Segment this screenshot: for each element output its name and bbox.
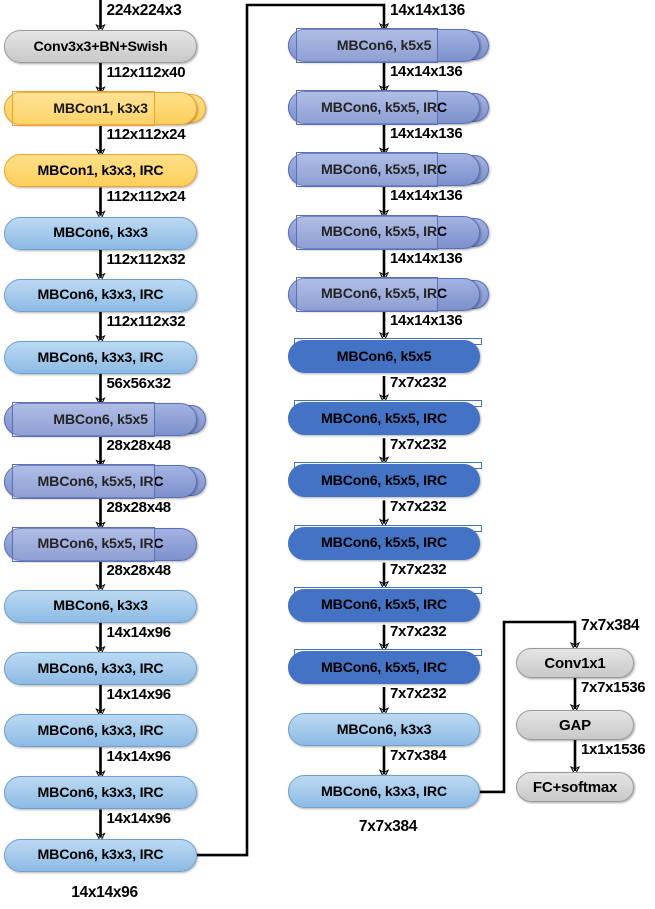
head-node-1-label: GAP [559,716,591,734]
left-column-node-11[interactable]: MBCon6, k3x3, IRC [4,714,197,748]
right-column-node-7-label: MBCon6, k5x5, IRC [321,472,447,489]
left-column-node-7[interactable]: MBCon6, k5x5, IRC [4,465,197,499]
right-edge-label-4: 14x14x136 [390,311,463,329]
right-column-node-6-label: MBCon6, k5x5, IRC [321,410,447,427]
left-edge-label-0: 112x112x40 [106,64,186,81]
left-column-node-6[interactable]: MBCon6, k5x5 [4,403,197,437]
left-edge-label-6: 28x28x48 [106,437,172,455]
right-column-node-12-label: MBCon6, k3x3, IRC [321,783,447,800]
head-node-2-label: FC+softmax [532,778,618,796]
left-column-node-2-label: MBCon1, k3x3, IRC [37,162,164,179]
right-edge-label-1: 14x14x136 [390,125,463,143]
left-column-node-12-label: MBCon6, k3x3, IRC [37,784,164,801]
left-edge-label-4: 112x112x32 [106,312,186,330]
right-edge-label-9: 7x7x232 [390,622,447,640]
right-column-node-8-label: MBCon6, k5x5, IRC [321,535,447,552]
left-column-node-13-label: MBCon6, k3x3, IRC [37,847,164,864]
right-column-node-5-label: MBCon6, k5x5 [336,348,432,365]
right-column-node-11-label: MBCon6, k3x3 [336,721,432,738]
input-label: 224x224x3 [106,2,182,19]
left-column-node-12[interactable]: MBCon6, k3x3, IRC [4,776,197,810]
left-column-node-0[interactable]: Conv3x3+BN+Swish [4,30,197,63]
right-column-node-0[interactable]: MBCon6, k5x5 [288,29,480,62]
left-column-node-6-label: MBCon6, k5x5 [53,411,148,428]
left-column-node-5-label: MBCon6, k3x3, IRC [37,349,164,366]
left-column-node-4[interactable]: MBCon6, k3x3, IRC [4,278,197,312]
right-column-node-0-label: MBCon6, k5x5 [336,37,432,54]
right-edge-label-2: 14x14x136 [390,187,463,205]
right-column-node-12[interactable]: MBCon6, k3x3, IRC [288,775,480,809]
right-column-node-1-label: MBCon6, k5x5, IRC [321,99,447,116]
right-input-label: 14x14x136 [390,2,465,19]
left-edge-label-3: 112x112x32 [106,250,186,268]
right-edge-label-6: 7x7x232 [390,436,447,454]
left-column-node-4-label: MBCon6, k3x3, IRC [37,287,164,304]
left-column-node-11-label: MBCon6, k3x3, IRC [37,722,164,739]
right-column-node-10[interactable]: MBCon6, k5x5, IRC [288,651,480,684]
left-column-node-1-label: MBCon1, k3x3 [53,100,148,117]
left-edge-label-1: 112x112x24 [106,126,186,144]
right-column-node-8[interactable]: MBCon6, k5x5, IRC [288,526,480,560]
left-column-node-1[interactable]: MBCon1, k3x3 [4,92,197,126]
right-column-node-11[interactable]: MBCon6, k3x3 [288,713,480,747]
right-column-node-6[interactable]: MBCon6, k5x5, IRC [288,402,480,436]
left-column-node-10[interactable]: MBCon6, k3x3, IRC [4,652,197,685]
right-column-node-5[interactable]: MBCon6, k5x5 [288,340,480,373]
right-edge-label-8: 7x7x232 [390,560,447,578]
left-column-node-3-label: MBCon6, k3x3 [53,225,148,242]
head-edge-label-0: 7x7x1536 [581,679,646,696]
left-edge-label-2: 112x112x24 [106,188,186,206]
right-column-node-3-label: MBCon6, k5x5, IRC [321,224,447,241]
right-column-node-10-label: MBCon6, k5x5, IRC [321,659,447,676]
left-edge-label-5: 56x56x32 [106,375,172,392]
left-edge-label-7: 28x28x48 [106,499,172,517]
left-column-node-5[interactable]: MBCon6, k3x3, IRC [4,341,197,374]
head-input-label: 7x7x384 [581,617,640,634]
right-edge-label-11: 7x7x384 [390,747,447,765]
right-column-node-2-label: MBCon6, k5x5, IRC [321,161,447,178]
right-column-node-9[interactable]: MBCon6, k5x5, IRC [288,588,480,622]
left-column-node-8-label: MBCon6, k5x5, IRC [37,536,164,553]
left-column-node-7-label: MBCon6, k5x5, IRC [37,473,164,490]
right-edge-label-0: 14x14x136 [390,63,463,80]
left-column-node-3[interactable]: MBCon6, k3x3 [4,216,197,250]
left-column-node-10-label: MBCon6, k3x3, IRC [37,660,164,677]
left-edge-label-9: 14x14x96 [106,623,172,641]
right-column-node-4[interactable]: MBCon6, k5x5, IRC [288,277,480,311]
right-edge-label-7: 7x7x232 [390,498,447,516]
left-column-node-9-label: MBCon6, k3x3 [53,598,148,615]
left-column-node-8[interactable]: MBCon6, k5x5, IRC [4,527,197,561]
right-edge-label-5: 7x7x232 [390,374,447,391]
head-node-0[interactable]: Conv1x1 [516,648,634,678]
right-column-node-2[interactable]: MBCon6, k5x5, IRC [288,153,480,187]
head-node-1[interactable]: GAP [516,710,634,740]
head-node-0-label: Conv1x1 [544,654,606,672]
left-edge-label-11: 14x14x96 [106,748,172,766]
left-column-node-9[interactable]: MBCon6, k3x3 [4,589,197,623]
left-column-node-13[interactable]: MBCon6, k3x3, IRC [4,838,197,872]
head-node-2[interactable]: FC+softmax [516,772,634,802]
right-column-node-7[interactable]: MBCon6, k5x5, IRC [288,464,480,498]
head-edge-label-1: 1x1x1536 [581,741,646,758]
left-edge-label-10: 14x14x96 [106,686,172,703]
right-final-label: 7x7x384 [358,818,418,836]
right-column-node-3[interactable]: MBCon6, k5x5, IRC [288,215,480,249]
right-column-node-1[interactable]: MBCon6, k5x5, IRC [288,91,480,125]
left-column-node-2[interactable]: MBCon1, k3x3, IRC [4,154,197,188]
left-column-node-0-label: Conv3x3+BN+Swish [33,38,168,55]
left-edge-label-12: 14x14x96 [106,810,172,828]
right-column-node-4-label: MBCon6, k5x5, IRC [321,286,447,303]
right-column-node-9-label: MBCon6, k5x5, IRC [321,597,447,614]
right-edge-label-3: 14x14x136 [390,249,463,267]
left-final-label: 14x14x96 [71,883,138,901]
right-edge-label-10: 7x7x232 [390,685,447,702]
left-edge-label-8: 28x28x48 [106,561,172,579]
